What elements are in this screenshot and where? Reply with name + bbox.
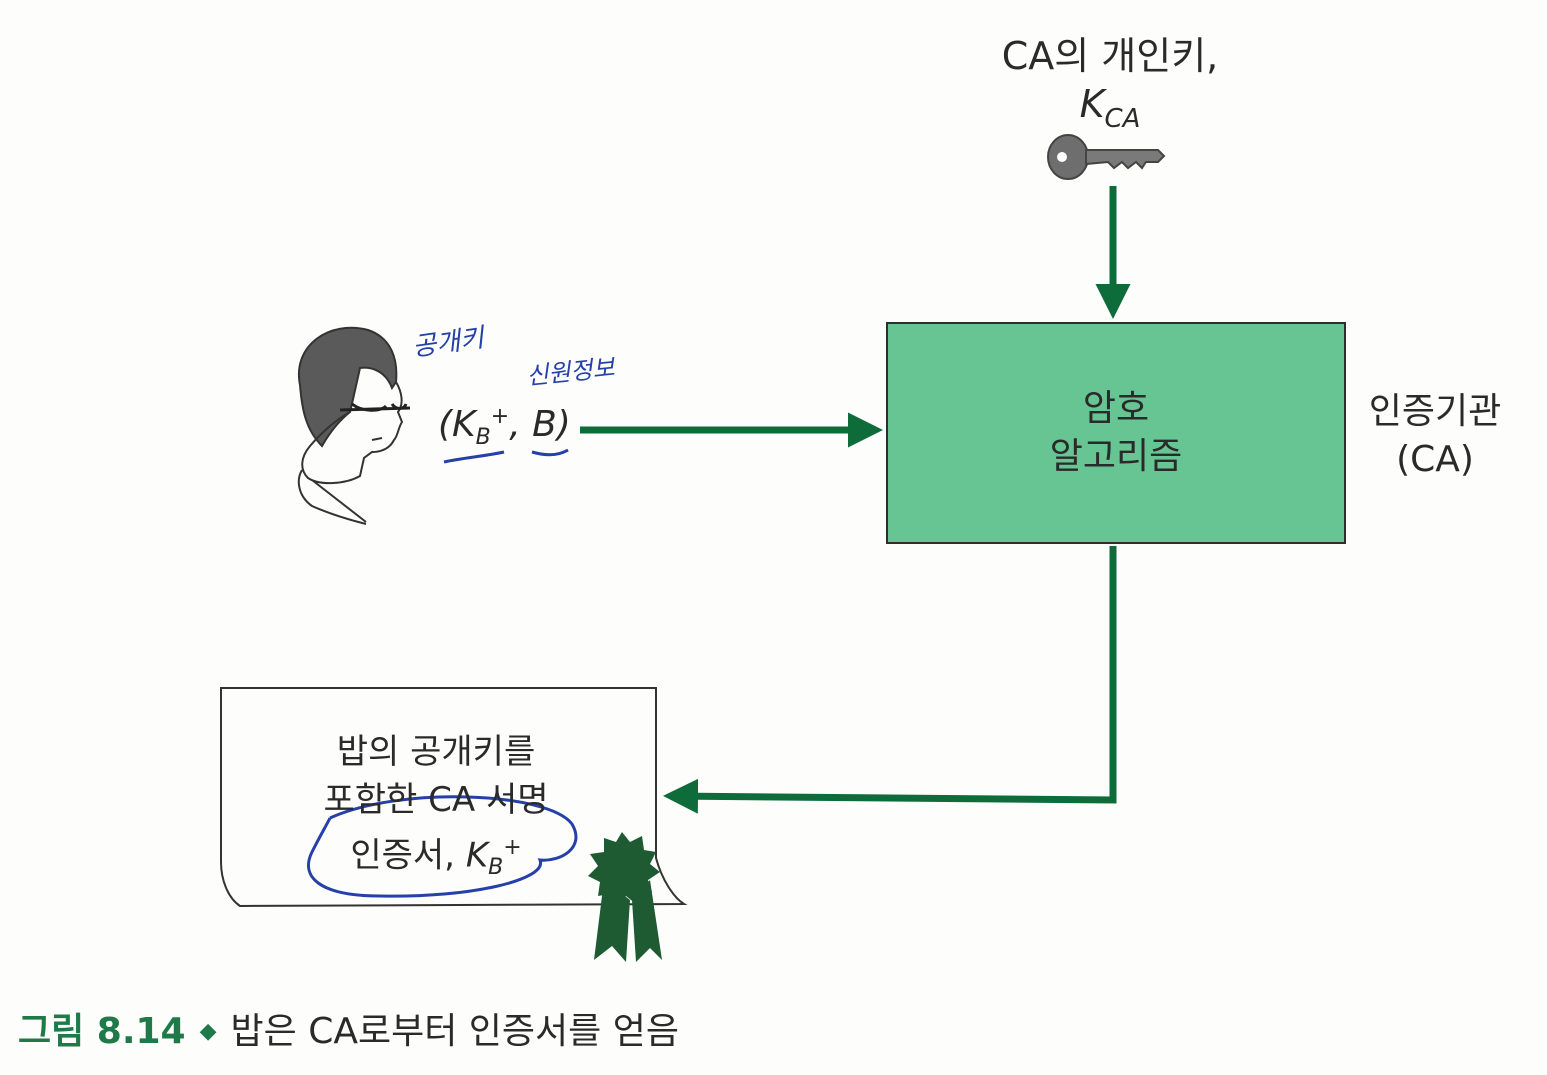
cert-symbol: K xyxy=(465,835,489,876)
figure-number: 그림 8.14 xyxy=(18,1011,186,1052)
cert-subscript: B xyxy=(488,855,504,881)
bob-input-rest: , B) xyxy=(509,404,571,445)
ca-box-line1: 암호 xyxy=(1082,388,1150,429)
key-symbol: K xyxy=(1079,82,1105,126)
bob-input-open: ( xyxy=(438,404,453,445)
key-label-line1: CA의 개인키, xyxy=(1001,34,1219,78)
encryption-algorithm-box: 암호 알고리즘 xyxy=(886,322,1346,544)
arrow-algorithm-to-certificate xyxy=(663,546,1117,814)
cert-superscript: + xyxy=(503,835,522,860)
certificate-authority-label: 인증기관 (CA) xyxy=(1355,388,1515,484)
cert-line1: 밥의 공개키를 xyxy=(336,732,536,772)
bob-input-subscript: B xyxy=(475,425,491,451)
bob-key-identity-input: (KB+, B) xyxy=(438,404,571,450)
ca-label-line1: 인증기관 xyxy=(1368,391,1502,432)
ca-label-line2: (CA) xyxy=(1396,439,1474,480)
handwritten-underline-2 xyxy=(531,448,569,457)
caption-bullet-icon: ◆ xyxy=(199,1019,217,1044)
key-icon xyxy=(1047,134,1166,180)
ca-box-line2: 알고리즘 xyxy=(1049,436,1183,477)
bob-input-superscript: + xyxy=(490,404,510,429)
certificate-text: 밥의 공개키를 포함한 CA 서명 인증서, KB+ xyxy=(236,728,636,892)
figure-caption: 그림 8.14 ◆ 밥은 CA로부터 인증서를 얻음 xyxy=(18,1002,679,1054)
ca-private-key-label: CA의 개인키, KCA xyxy=(960,32,1260,134)
person-icon xyxy=(297,326,411,525)
ribbon-seal-icon xyxy=(588,832,662,962)
caption-text: 밥은 CA로부터 인증서를 얻음 xyxy=(230,1011,679,1052)
cert-line2: 포함한 CA 서명 xyxy=(323,780,549,820)
key-subscript: CA xyxy=(1104,104,1141,134)
handwritten-underline-1 xyxy=(443,450,505,464)
bob-input-symbol: K xyxy=(452,404,476,445)
cert-line3: 인증서, xyxy=(350,835,466,876)
handwritten-circle xyxy=(307,795,578,898)
